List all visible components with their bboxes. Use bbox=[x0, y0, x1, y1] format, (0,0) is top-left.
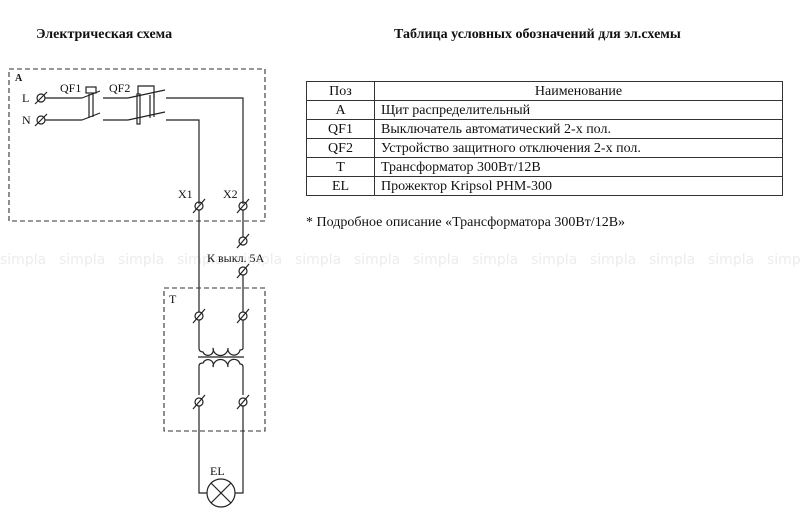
row-pos: EL bbox=[306, 176, 375, 196]
neutral-label: N bbox=[22, 113, 31, 127]
transformer-winding-icon bbox=[198, 320, 244, 395]
row-name: Трансформатор 300Вт/12В bbox=[374, 157, 783, 177]
switch-terminal-top-icon bbox=[236, 233, 250, 249]
row-pos: Т bbox=[306, 157, 375, 177]
lamp-label: EL bbox=[210, 464, 225, 478]
qf2-label: QF2 bbox=[109, 81, 130, 95]
table-title: Таблица условных обозначений для эл.схем… bbox=[394, 27, 681, 42]
wire-to-lamp-2 bbox=[235, 406, 244, 494]
row-pos: QF1 bbox=[306, 119, 375, 139]
breaker-qf1-icon bbox=[81, 86, 101, 121]
line-label: L bbox=[22, 91, 29, 105]
row-name: Прожектор Kripsol PHM-300 bbox=[374, 176, 783, 196]
table-row: QF2 Устройство защитного отключения 2-х … bbox=[306, 138, 783, 158]
x1-label: X1 bbox=[178, 187, 193, 201]
wire-to-lamp-1 bbox=[198, 406, 207, 494]
row-pos: А bbox=[306, 100, 375, 120]
lamp-icon bbox=[206, 478, 236, 508]
wire-to-x2 bbox=[166, 97, 244, 204]
table-row: EL Прожектор Kripsol PHM-300 bbox=[306, 176, 783, 196]
transformer-boundary bbox=[163, 287, 266, 432]
schema-title: Электрическая схема bbox=[36, 27, 173, 42]
transformer-label: T bbox=[169, 292, 177, 306]
row-name: Устройство защитного отключения 2-х пол. bbox=[374, 138, 783, 158]
header-pos: Поз bbox=[306, 81, 375, 101]
table-row: Т Трансформатор 300Вт/12В bbox=[306, 157, 783, 177]
x2-label: X2 bbox=[223, 187, 238, 201]
row-name: Щит распределительный bbox=[374, 100, 783, 120]
qf1-label: QF1 bbox=[60, 81, 81, 95]
panel-a-boundary bbox=[8, 68, 266, 222]
rcd-qf2-icon bbox=[127, 85, 166, 125]
footnote[interactable]: * Подробное описание «Трансформатора 300… bbox=[306, 215, 626, 230]
legend-header-row: Поз Наименование bbox=[306, 81, 783, 101]
legend-table: Поз Наименование А Щит распределительный… bbox=[306, 81, 783, 196]
table-row: А Щит распределительный bbox=[306, 100, 783, 120]
wire-to-x1 bbox=[166, 119, 200, 204]
row-pos: QF2 bbox=[306, 138, 375, 158]
row-name: Выключатель автоматический 2-х пол. bbox=[374, 119, 783, 139]
panel-label: А bbox=[15, 73, 23, 84]
switch-label: К выкл. 5А bbox=[207, 251, 265, 265]
header-name: Наименование bbox=[374, 81, 783, 101]
table-row: QF1 Выключатель автоматический 2-х пол. bbox=[306, 119, 783, 139]
